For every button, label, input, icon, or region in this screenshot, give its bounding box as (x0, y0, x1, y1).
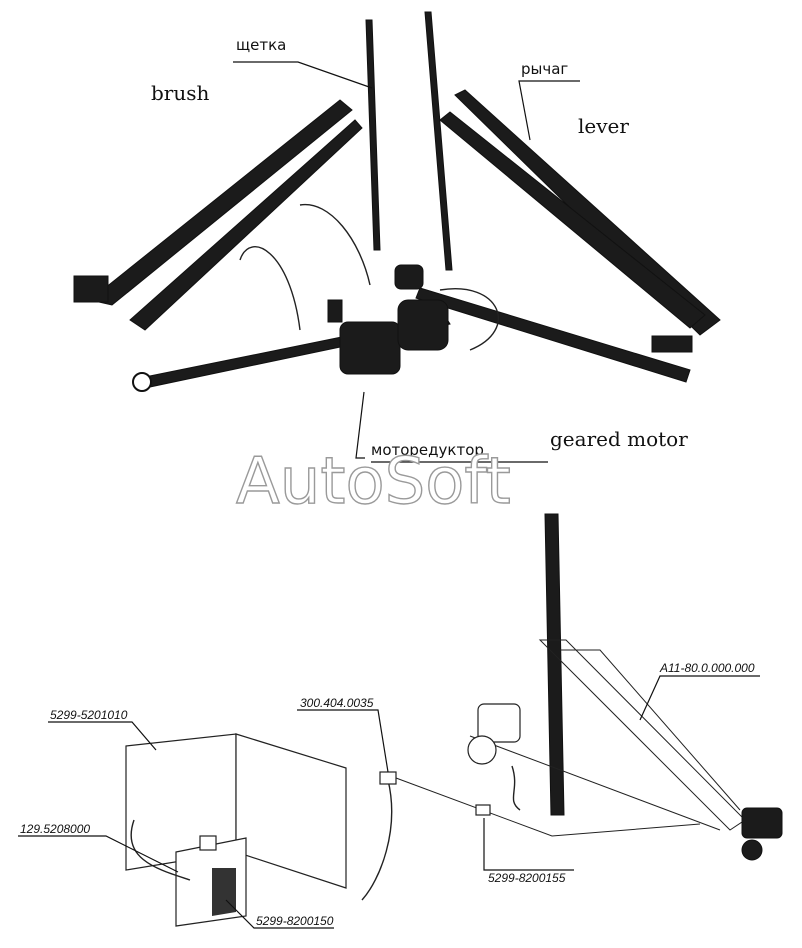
leader-a11 (639, 675, 760, 721)
washer-pump (212, 868, 236, 916)
wire (299, 203, 371, 286)
label-shchetka: щетка (236, 36, 286, 54)
left-arm-end-cap (73, 275, 109, 303)
wiper-arm-spring (560, 649, 741, 811)
washer-hose (130, 819, 191, 881)
motor-crank (394, 264, 424, 290)
leader-129-5208000 (18, 835, 179, 873)
label-5299-5201010: 5299-5201010 (50, 708, 128, 722)
wiper-assembly-illustration (73, 11, 721, 463)
leader-5299-5201010 (48, 721, 157, 751)
reservoir-cap (199, 835, 217, 851)
label-5299-8200150: 5299-8200150 (256, 914, 334, 928)
label-rychag: рычаг (521, 60, 568, 78)
rod-end-joint (132, 372, 152, 392)
wire (239, 246, 301, 331)
wiper-motor-housing (467, 735, 497, 765)
label-lever: lever (578, 114, 629, 138)
gearbox-housing (397, 299, 449, 351)
label-a11-80: A11-80.0.000.000 (659, 661, 755, 675)
washer-hose (361, 779, 393, 901)
drive-rod (469, 735, 721, 831)
left-wiper-arm-inner (129, 119, 363, 331)
washer-tube (395, 777, 701, 837)
left-wiper-blade (365, 19, 381, 251)
right-linkage-rod (415, 287, 691, 383)
leader-5299-8200150 (225, 899, 334, 929)
right-arm-pivot (651, 335, 693, 353)
motoreduktor-leader-line (355, 391, 365, 459)
label-300-404-0035: 300.404.0035 (300, 696, 374, 710)
connector (327, 299, 343, 323)
shchetka-leader-line (233, 61, 373, 89)
leader-5299-8200155 (483, 818, 574, 871)
check-valve (475, 804, 491, 816)
leader-300-404-0035 (297, 709, 389, 773)
left-wiper-arm-outer (88, 99, 353, 306)
tee-connector (379, 771, 397, 785)
right-wiper-blade (424, 11, 453, 271)
wire (439, 288, 500, 351)
label-geared-motor: geared motor (550, 427, 688, 451)
label-brush: brush (151, 81, 210, 105)
watermark: AutoSoft (236, 445, 511, 519)
arm-base-gear (741, 839, 763, 861)
rychag-leader-line (518, 80, 580, 141)
right-wiper-arm-inner (439, 111, 706, 329)
wiper-motor-body (477, 703, 521, 743)
right-panel-wall (235, 733, 347, 889)
arm-base-motor (741, 807, 783, 839)
washer-system-illustration (18, 513, 783, 929)
motor-wire (511, 765, 521, 811)
label-129-5208000: 129.5208000 (20, 822, 90, 836)
geared-motor-body (339, 321, 401, 375)
wiper-blade (544, 513, 565, 816)
label-motoreduktor: моторедуктор (371, 441, 484, 459)
label-5299-8200155: 5299-8200155 (488, 871, 566, 885)
